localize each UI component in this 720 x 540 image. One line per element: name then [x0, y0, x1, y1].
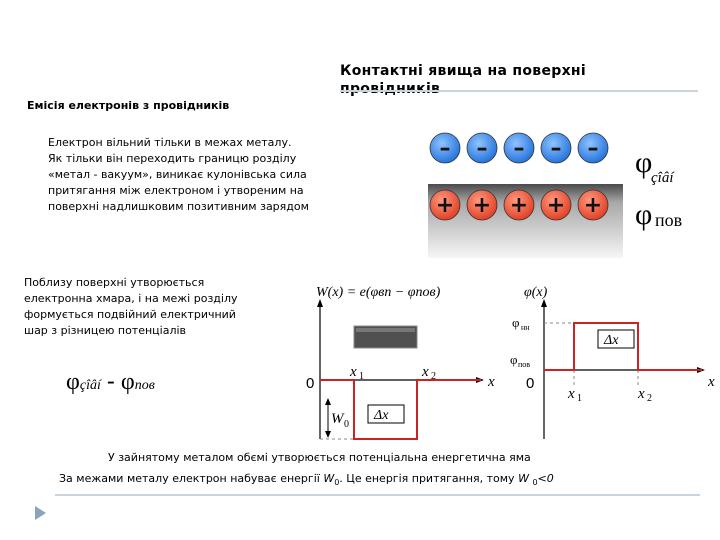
intro-line: Електрон вільний тільки в межах металу. — [48, 135, 393, 151]
intro-line: Як тільки він переходить границю розділу — [48, 151, 393, 167]
positive-sign: + — [510, 193, 528, 218]
energy-formula: W(x) = e(φвп − φпов) — [316, 285, 441, 300]
potential-difference-expression: φçîâí - φпов — [66, 368, 155, 396]
phi-outer-symbol: φ — [635, 146, 652, 179]
phi-pov-subscript: пов — [518, 360, 530, 369]
negative-sign: – — [440, 136, 451, 161]
cloud-line: шар з різницею потенціалів — [24, 323, 304, 339]
negative-sign: – — [514, 136, 525, 161]
positive-sign: + — [436, 193, 454, 218]
footer-divider — [55, 494, 700, 496]
w0-subscript: 0 — [344, 419, 349, 430]
w0-dimension-arrow-top — [325, 398, 331, 405]
x2-label: x — [637, 386, 645, 402]
x-axis-label: x — [487, 374, 495, 390]
next-slide-arrow-icon[interactable] — [35, 506, 46, 520]
phi-nn-label: φ — [512, 315, 520, 330]
caption-energy-well: У зайнятому металом обємі утворюється по… — [108, 451, 531, 464]
caption2-tail: <0 — [538, 472, 554, 485]
phi-axis-y-arrow — [541, 299, 547, 307]
section-heading: Емісія електронів з провідників — [27, 99, 229, 112]
cloud-paragraph: Поблизу поверхні утворюється електронна … — [24, 275, 304, 339]
caption-energy-outside: За межами металу електрон набуває енергі… — [59, 472, 554, 487]
x2-subscript: 2 — [431, 371, 436, 382]
phi-symbol: φ — [66, 369, 80, 395]
origin-label: 0 — [306, 375, 314, 392]
energy-well-graph: W(x) = e(φвп − φпов) W 0 Δx 0 x 1 x 2 x — [298, 276, 508, 446]
intro-line: «метал - вакуум», виникає кулонівська си… — [48, 167, 393, 183]
metal-slab-highlight — [356, 328, 415, 332]
caption2-w-inline: W — [518, 472, 529, 485]
w0-label: W — [331, 411, 345, 427]
x2-subscript: 2 — [647, 393, 652, 404]
phi-subscript-outer: çîâí — [80, 378, 101, 393]
origin-label: 0 — [526, 375, 534, 392]
negative-charge-row: ––––– — [430, 133, 608, 163]
minus-sign: - — [107, 368, 115, 395]
phi-nn-subscript: нн — [521, 323, 530, 332]
phi-subscript-surface: пов — [135, 378, 155, 393]
phi-graph-title: φ(x) — [524, 285, 548, 300]
phi-symbol: φ — [121, 369, 135, 395]
potential-step-graph: φ(x) Δx φ нн φ пов 0 x 1 x 2 x — [500, 276, 720, 446]
positive-sign: + — [547, 193, 565, 218]
caption2-middle: . Це енергія притягання, тому — [339, 472, 518, 485]
caption2-prefix: За межами металу електрон набуває енергі… — [59, 472, 323, 485]
title-divider — [340, 90, 698, 92]
positive-sign: + — [473, 193, 491, 218]
negative-sign: – — [551, 136, 562, 161]
intro-line: поверхні надлишковим позитивним зарядом — [48, 199, 393, 215]
cloud-line: формується подвійний електричний — [24, 307, 304, 323]
x1-label: x — [349, 364, 357, 380]
w-axis-y-arrow — [317, 299, 323, 307]
phi-surface-symbol: φ — [635, 198, 652, 231]
cloud-line: електронна хмара, і на межі розділу — [24, 291, 304, 307]
intro-line: притягання між електроном і утвореним на — [48, 183, 393, 199]
x1-subscript: 1 — [577, 393, 582, 404]
phi-outer-subscript: çîâí — [651, 170, 675, 186]
dx-label: Δx — [373, 408, 389, 423]
x2-label: x — [421, 364, 429, 380]
x1-label: x — [567, 386, 575, 402]
cloud-line: Поблизу поверхні утворюється — [24, 275, 304, 291]
negative-sign: – — [477, 136, 488, 161]
dx-label: Δx — [603, 333, 619, 348]
w0-dimension-arrow-bottom — [325, 431, 331, 438]
phi-pov-label: φ — [510, 352, 518, 367]
x-axis-label: x — [707, 374, 715, 390]
slide-title: Контактні явища на поверхні провідників — [340, 62, 670, 98]
positive-sign: + — [584, 193, 602, 218]
phi-surface-subscript: пов — [655, 210, 682, 230]
intro-paragraph: Електрон вільний тільки в межах металу. … — [48, 135, 393, 215]
charge-layer-figure: – – – – – + + + + + φ çîâí φ пов — [425, 126, 715, 258]
caption2-w: W — [323, 472, 334, 485]
negative-sign: – — [588, 136, 599, 161]
x1-subscript: 1 — [359, 371, 364, 382]
